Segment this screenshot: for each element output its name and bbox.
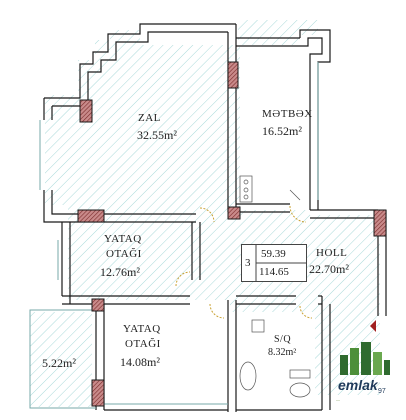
unit-info-box: 3 59.39 114.65 xyxy=(241,244,307,282)
floor-fill xyxy=(30,20,380,407)
room-name-yataq-1-line2: OTAĞI xyxy=(106,248,142,260)
room-area-yataq-2: 14.08m² xyxy=(120,355,160,369)
unit-living-area: 59.39 xyxy=(261,248,286,260)
room-name-zal: ZAL xyxy=(138,112,161,124)
room-name-sq: S/Q xyxy=(274,334,292,345)
room-area-balcony: 5.22m² xyxy=(42,356,76,370)
logo-skyline-icon xyxy=(340,342,390,375)
room-name-yataq-2-line2: OTAĞI xyxy=(125,338,161,350)
logo-text: emlak xyxy=(338,377,378,393)
pillars xyxy=(77,61,387,407)
entrance-arrow-icon xyxy=(370,320,376,332)
room-name-metbex: MƏTBƏX xyxy=(262,108,313,120)
room-name-holl: HOLL xyxy=(316,247,348,259)
room-area-sq: 8.32m² xyxy=(268,347,297,358)
logo-number: 97 xyxy=(378,388,386,395)
logo-tagline: — xyxy=(336,397,340,402)
unit-box-dividers xyxy=(255,245,306,281)
unit-total-area: 114.65 xyxy=(259,266,289,278)
room-area-metbex: 16.52m² xyxy=(262,124,302,138)
doors xyxy=(175,205,313,319)
room-area-holl: 22.70m² xyxy=(309,262,349,276)
unit-room-count: 3 xyxy=(245,257,251,269)
room-name-yataq-1-line1: YATAQ xyxy=(104,233,142,245)
fixtures xyxy=(239,175,311,398)
room-area-yataq-1: 12.76m² xyxy=(100,265,140,279)
room-area-zal: 32.55m² xyxy=(137,128,177,142)
room-name-yataq-2-line1: YATAQ xyxy=(123,323,161,335)
